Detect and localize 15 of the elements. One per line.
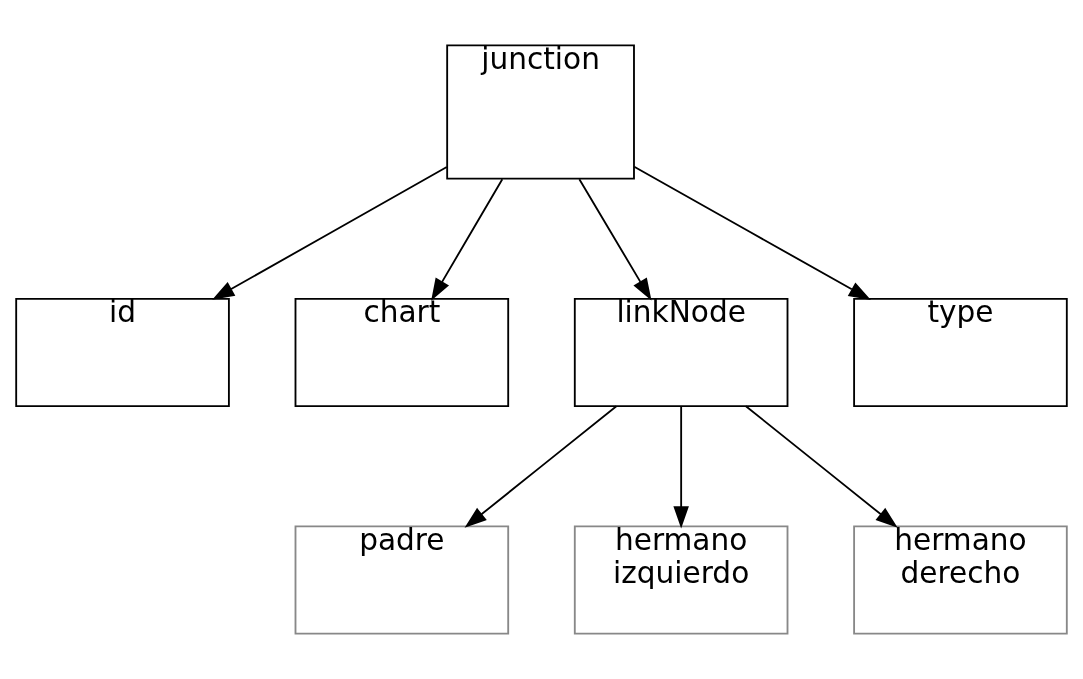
arrow (633, 165, 871, 301)
node-box: linkNode (573, 297, 789, 407)
node-box: chart (294, 297, 510, 407)
node-box: id (15, 297, 230, 407)
node-box: hermano derecho (853, 525, 1068, 635)
arrow (745, 405, 898, 528)
arrow (431, 178, 504, 301)
node-box: hermano izquierdo (573, 525, 789, 635)
arrow (464, 405, 618, 528)
arrow (578, 178, 652, 301)
node-box: type (853, 297, 1068, 407)
arrow (212, 166, 448, 300)
arrow (673, 405, 689, 529)
node-box: padre (294, 525, 510, 635)
node-box: junction (446, 44, 635, 180)
